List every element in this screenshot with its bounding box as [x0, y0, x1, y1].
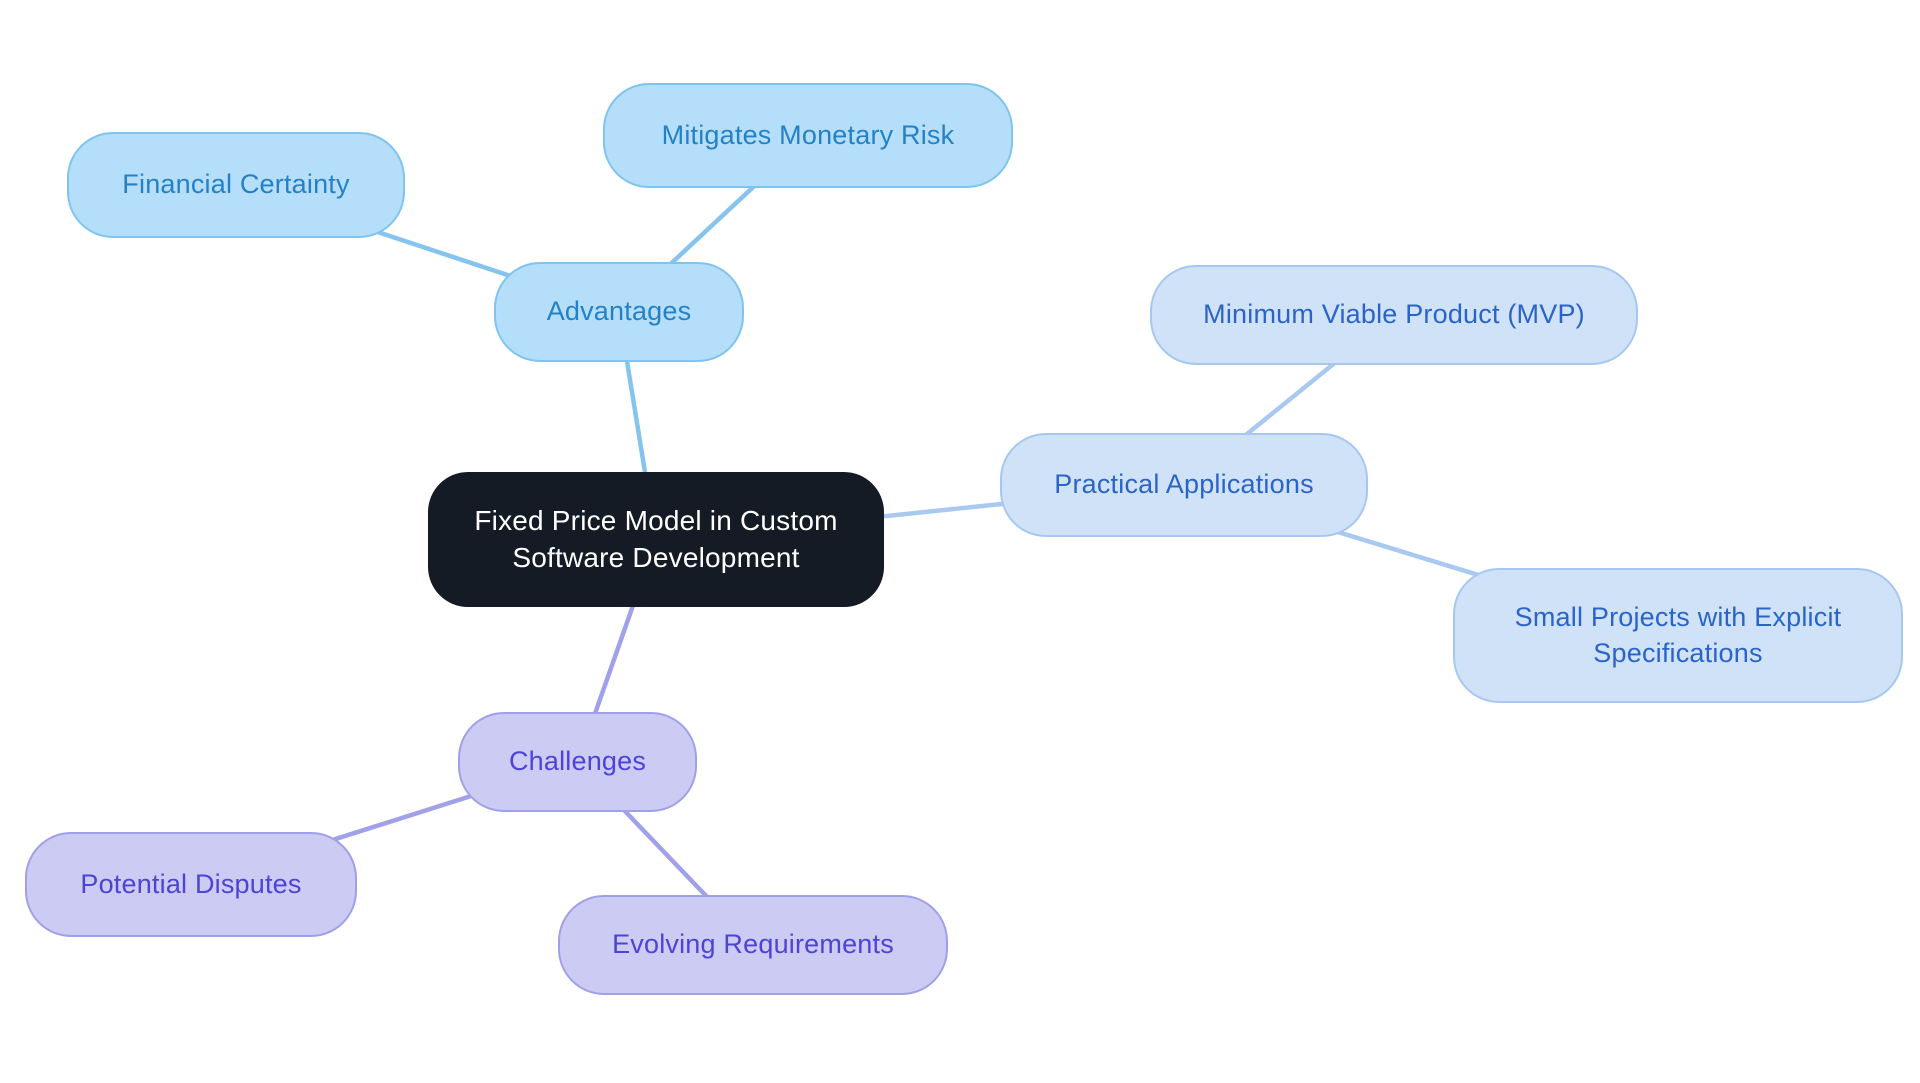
node-minimum-viable-product[interactable]: Minimum Viable Product (MVP) [1150, 265, 1638, 365]
node-minimum-viable-product-label: Minimum Viable Product (MVP) [1203, 299, 1585, 330]
node-mitigates-monetary-risk-label: Mitigates Monetary Risk [661, 119, 955, 150]
node-potential-disputes-label: Potential Disputes [80, 868, 302, 899]
node-advantages-label: Advantages [546, 296, 692, 327]
node-fixed-price-model[interactable]: Fixed Price Model in Custom Software Dev… [428, 472, 884, 607]
node-fixed-price-model-label: Fixed Price Model in Custom Software Dev… [474, 505, 838, 573]
node-challenges[interactable]: Challenges [458, 712, 697, 812]
node-advantages[interactable]: Advantages [494, 262, 744, 362]
node-small-projects-label: Small Projects with Explicit Specificati… [1514, 602, 1842, 668]
node-financial-certainty[interactable]: Financial Certainty [67, 132, 405, 238]
node-evolving-requirements-label: Evolving Requirements [612, 929, 894, 960]
node-mitigates-monetary-risk[interactable]: Mitigates Monetary Risk [603, 83, 1013, 188]
node-practical-applications[interactable]: Practical Applications [1000, 433, 1368, 537]
node-evolving-requirements[interactable]: Evolving Requirements [558, 895, 948, 995]
node-financial-certainty-label: Financial Certainty [122, 169, 350, 200]
node-potential-disputes[interactable]: Potential Disputes [25, 832, 357, 937]
node-practical-applications-label: Practical Applications [1054, 469, 1314, 500]
node-challenges-label: Challenges [508, 746, 647, 777]
node-small-projects[interactable]: Small Projects with Explicit Specificati… [1453, 568, 1903, 703]
